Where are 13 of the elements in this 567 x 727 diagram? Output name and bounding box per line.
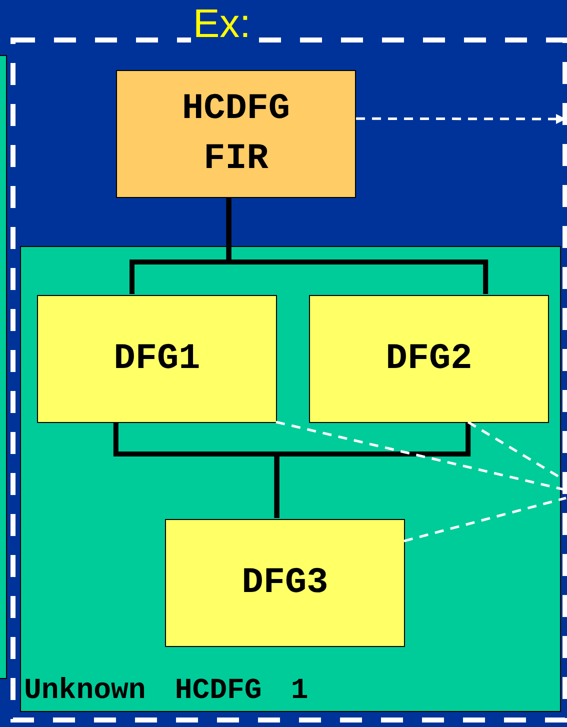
panel-label: Unknown HCDFG 1 <box>24 675 308 707</box>
process-box <box>165 519 405 647</box>
process-box <box>116 70 356 198</box>
connector-line <box>226 198 488 294</box>
connector-line <box>274 422 471 518</box>
group-panel <box>20 246 561 712</box>
process-box <box>37 295 277 423</box>
process-box <box>309 295 549 423</box>
box-label: HCDFG FIR <box>180 87 292 181</box>
box-label: DFG3 <box>242 561 328 605</box>
connector-line <box>404 496 566 542</box>
box-label: DFG2 <box>386 337 472 381</box>
box-label: DFG1 <box>114 337 200 381</box>
